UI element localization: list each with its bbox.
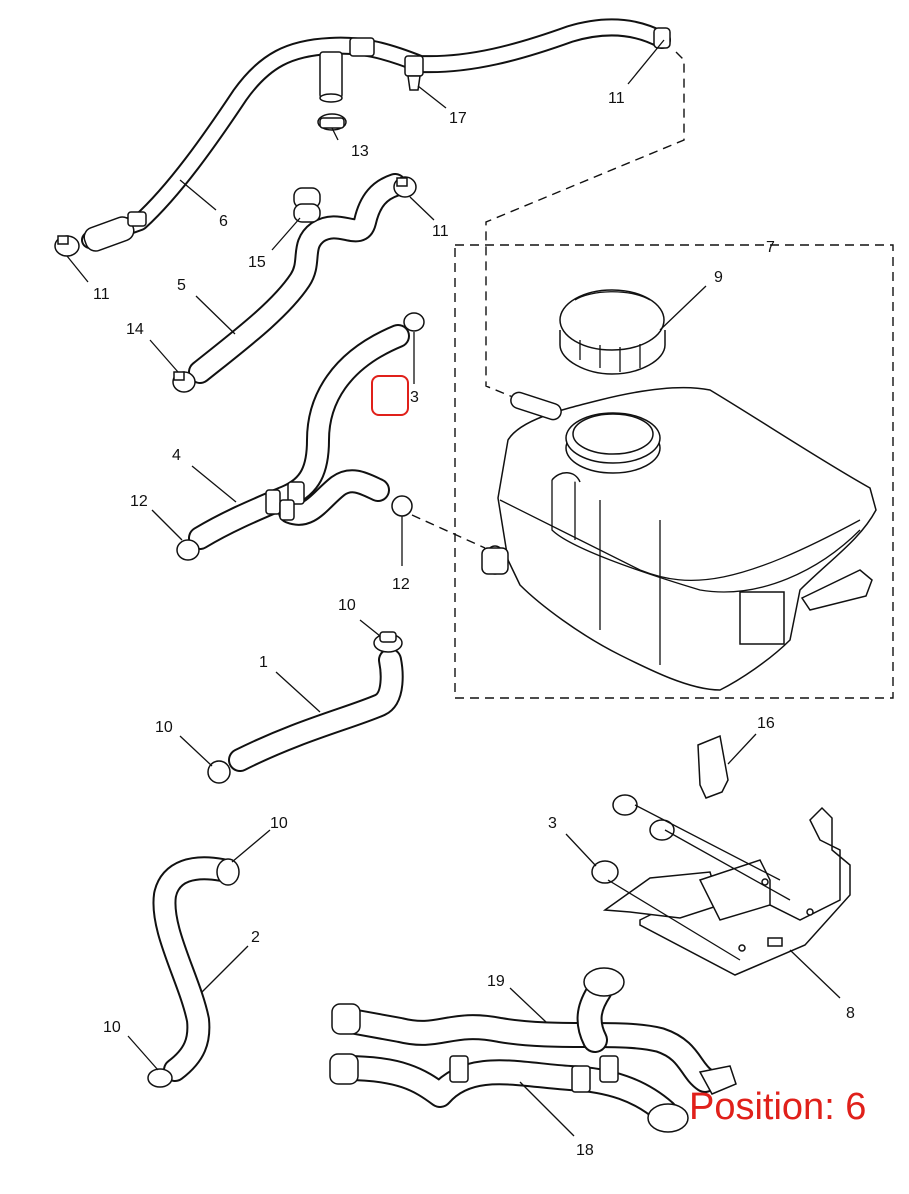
callout-13-highlighted: 3 xyxy=(410,389,419,406)
clamp-10-1a xyxy=(373,631,403,653)
clamp-12-right xyxy=(391,495,413,517)
clamp-13-top xyxy=(317,113,347,131)
hose-5 xyxy=(188,173,407,384)
bracket-8 xyxy=(602,804,851,976)
reservoir-tank xyxy=(481,386,877,691)
callout-4: 4 xyxy=(172,447,181,464)
callout-11-left: 11 xyxy=(93,286,110,303)
reservoir-group-7 xyxy=(411,51,894,699)
callout-12-left: 12 xyxy=(130,493,148,510)
callout-8: 8 xyxy=(846,1005,855,1022)
clamp-10-1b xyxy=(207,760,231,784)
clamp-10-2b xyxy=(147,1068,173,1088)
callout-19: 19 xyxy=(487,973,505,990)
callout-17: 17 xyxy=(449,110,467,127)
callout-10-hose1: 10 xyxy=(155,719,173,736)
callout-7: 7 xyxy=(766,239,775,256)
hose-2 xyxy=(152,856,234,1082)
clamp-10-2a xyxy=(216,858,240,886)
clamp-12-left xyxy=(176,539,200,561)
callout-10-hose2-top: 10 xyxy=(270,815,288,832)
callout-1: 1 xyxy=(259,654,268,671)
callout-11-mid: 11 xyxy=(432,223,449,240)
hose-4 xyxy=(188,324,410,550)
clamp-14 xyxy=(172,371,196,393)
grommet-3a xyxy=(612,794,675,841)
hose-19 xyxy=(331,967,718,1093)
callout-12-right: 12 xyxy=(392,576,410,593)
position-label: Position: 6 xyxy=(689,1086,866,1128)
callout-14: 14 xyxy=(126,321,144,338)
callout-labels: 11 17 13 6 11 15 11 5 14 7 9 3 4 12 12 1… xyxy=(93,90,855,1159)
callout-13-top: 13 xyxy=(351,143,369,160)
callout-9: 9 xyxy=(714,269,723,286)
leader-lines xyxy=(66,39,841,1137)
hose-1 xyxy=(228,648,404,772)
reservoir-cap-9 xyxy=(559,289,666,375)
highlight-marker xyxy=(371,375,409,416)
clamp-11-mid xyxy=(393,176,417,198)
hose-18 xyxy=(329,1053,737,1133)
callout-16: 16 xyxy=(757,715,775,732)
callout-6: 6 xyxy=(219,213,228,230)
callout-11-top: 11 xyxy=(608,90,625,107)
callout-5: 5 xyxy=(177,277,186,294)
sleeve-15 xyxy=(293,187,321,223)
callout-10-hose2-bottom: 10 xyxy=(103,1019,121,1036)
callout-10-top: 10 xyxy=(338,597,356,614)
grommet-3b xyxy=(591,860,619,884)
callout-3: 3 xyxy=(548,815,557,832)
clamp-11-left xyxy=(54,235,80,257)
clip-16 xyxy=(697,734,729,799)
callout-18: 18 xyxy=(576,1142,594,1159)
hose-6 xyxy=(81,18,671,252)
callout-2: 2 xyxy=(251,929,260,946)
clamp-13-mid xyxy=(403,312,425,332)
callout-15: 15 xyxy=(248,254,266,271)
